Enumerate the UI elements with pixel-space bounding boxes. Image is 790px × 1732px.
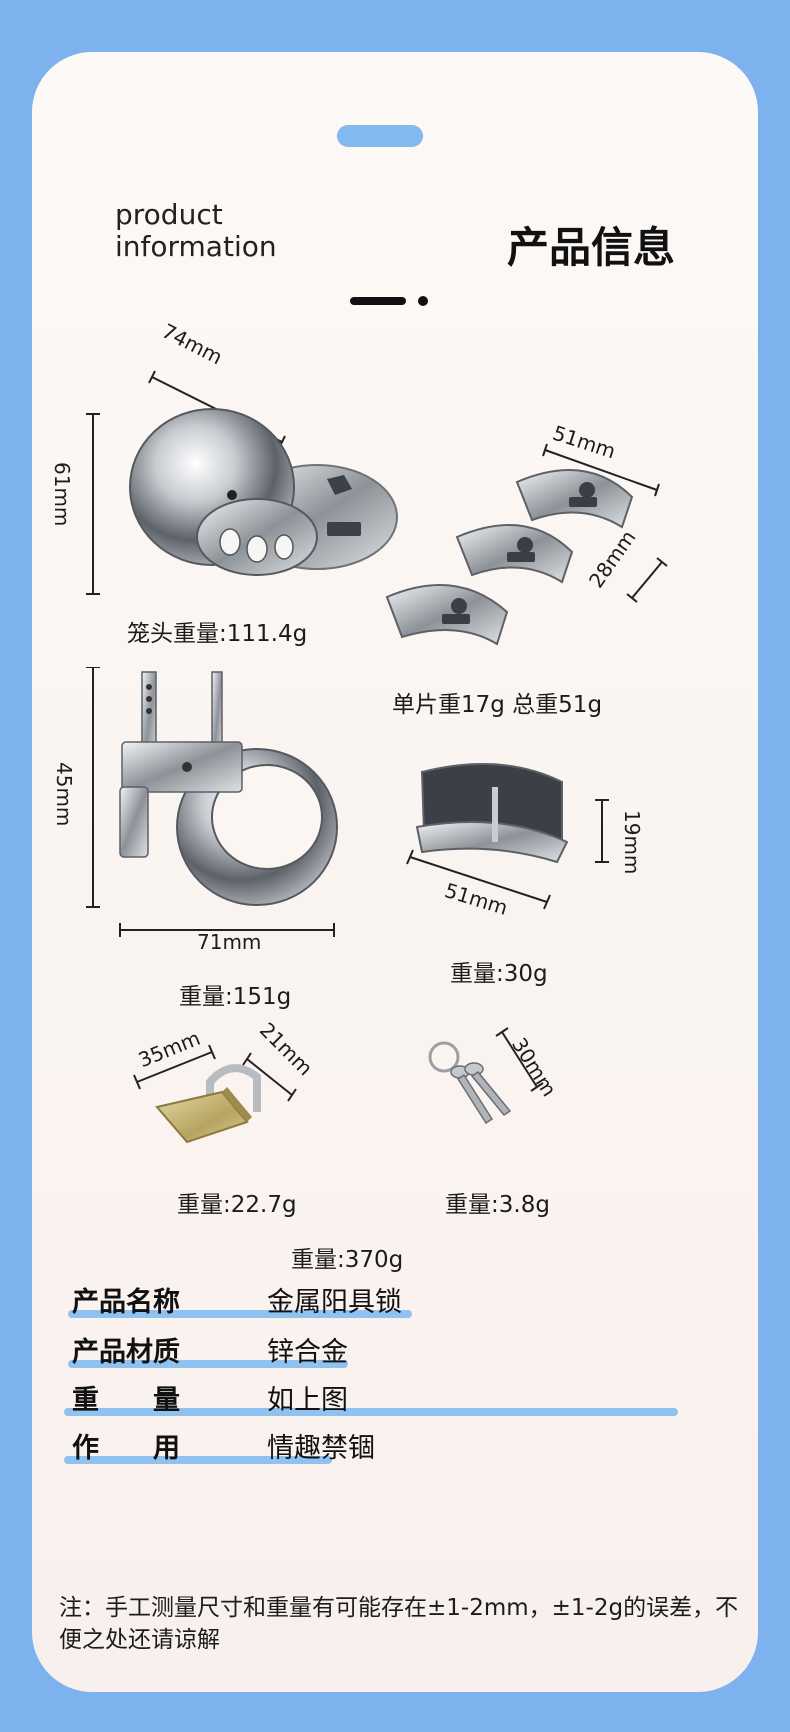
spec-key: 产品名称 <box>72 1287 180 1318</box>
spacers-weight: 单片重17g 总重51g <box>392 692 603 718</box>
spec-row-name: 产品名称 金属阳具锁 <box>68 1280 712 1320</box>
divider-dot <box>418 296 428 306</box>
ring-figure <box>86 667 338 937</box>
cage-head-weight: 笼头重量:111.4g <box>127 621 308 647</box>
spec-key: 作 用 <box>72 1433 180 1464</box>
ring-weight: 重量:151g <box>179 984 292 1010</box>
spec-value: 情趣禁锢 <box>267 1433 375 1464</box>
spec-row-usage: 作 用 情趣禁锢 <box>64 1426 712 1466</box>
spec-key: 重 量 <box>72 1385 180 1416</box>
base-plate-weight: 重量:30g <box>450 961 548 987</box>
title-chinese: 产品信息 <box>507 223 676 272</box>
keys-figure <box>428 1027 544 1125</box>
spec-highlight <box>68 1310 412 1318</box>
spec-highlight <box>64 1456 332 1464</box>
base-plate-figure <box>406 763 609 910</box>
spec-row-weight: 重 量 如上图 <box>64 1378 712 1418</box>
product-info-card: product information 产品信息 <box>32 52 758 1692</box>
title-english: product information <box>115 198 277 263</box>
spec-key: 产品材质 <box>72 1337 180 1368</box>
cage-head-figure <box>86 370 398 595</box>
spec-value: 金属阳具锁 <box>267 1287 402 1318</box>
total-weight: 重量:370g <box>291 1247 404 1273</box>
spec-highlight <box>64 1408 678 1416</box>
keys-weight: 重量:3.8g <box>445 1192 550 1218</box>
ring-height: 45mm <box>52 762 76 827</box>
spec-highlight <box>68 1360 348 1368</box>
spec-value: 如上图 <box>267 1385 348 1416</box>
spec-value: 锌合金 <box>267 1337 348 1368</box>
divider-line <box>350 297 406 305</box>
measurement-note: 注：手工测量尺寸和重量有可能存在±1-2mm，±1-2g的误差，不便之处还请谅解 <box>59 1595 739 1653</box>
ring-width: 71mm <box>197 930 262 954</box>
base-plate-height: 19mm <box>620 810 644 875</box>
spec-row-material: 产品材质 锌合金 <box>68 1330 712 1370</box>
spacers-figure <box>385 443 668 646</box>
cage-head-height: 61mm <box>50 462 74 527</box>
padlock-figure <box>133 1044 297 1144</box>
padlock-weight: 重量:22.7g <box>177 1192 297 1218</box>
decor-pill <box>337 125 423 147</box>
